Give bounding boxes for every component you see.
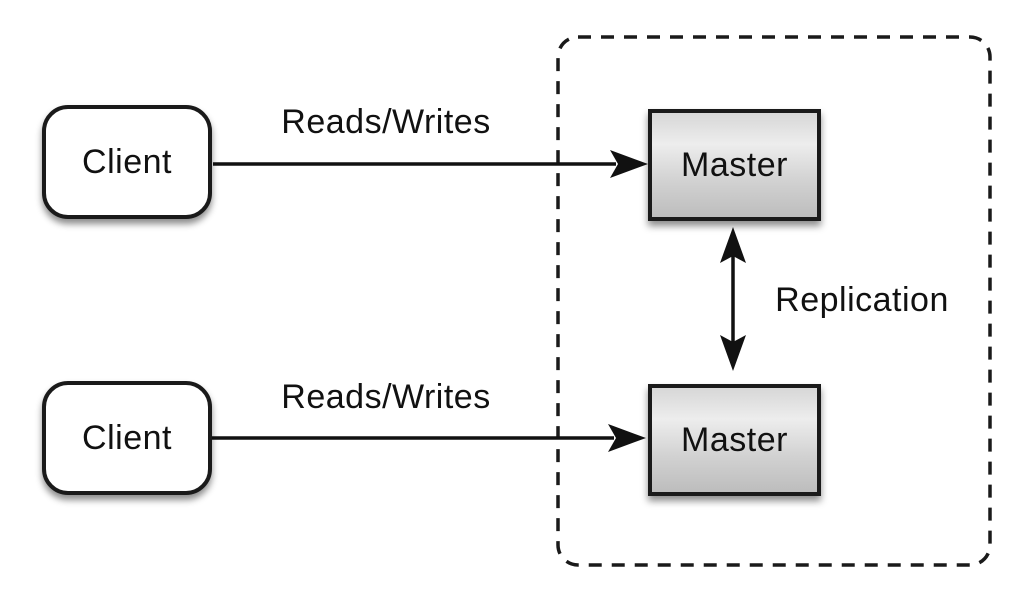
arrowhead-right-icon — [608, 424, 646, 452]
master-node-bottom: Master — [648, 384, 821, 496]
arrowhead-up-icon — [720, 227, 746, 263]
reads-writes-arrow-bottom — [212, 424, 646, 452]
replication-label: Replication — [775, 281, 949, 319]
arrowhead-right-icon — [610, 150, 648, 178]
replication-group-dashed-border — [556, 35, 992, 567]
reads-writes-label-top: Reads/Writes — [281, 103, 491, 141]
client-node-label: Client — [82, 418, 172, 457]
client-node-bottom: Client — [42, 381, 212, 495]
replication-arrow — [720, 227, 746, 371]
reads-writes-arrow-top — [213, 150, 648, 178]
client-node-label: Client — [82, 142, 172, 181]
arrowhead-down-icon — [720, 335, 746, 371]
master-node-top: Master — [648, 109, 821, 221]
master-node-label: Master — [681, 420, 788, 459]
reads-writes-label-bottom: Reads/Writes — [281, 378, 491, 416]
master-node-label: Master — [681, 145, 788, 184]
client-node-top: Client — [42, 105, 212, 219]
